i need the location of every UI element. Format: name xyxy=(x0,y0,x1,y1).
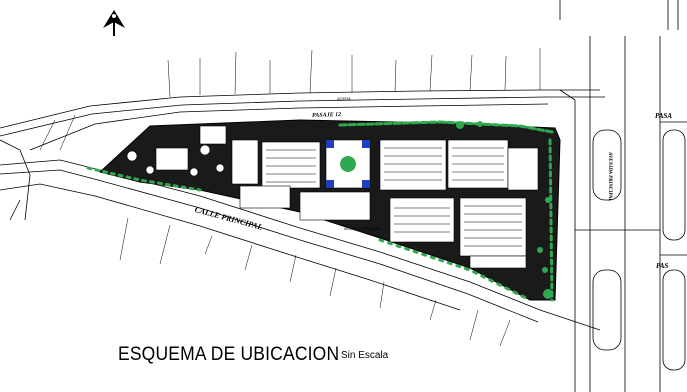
central-courtyard xyxy=(325,139,371,189)
plaza-label: PLAZA xyxy=(281,214,294,219)
tree-circles xyxy=(126,144,225,177)
scale-note: Sin Escala xyxy=(341,350,389,361)
plan-title: ESQUEMA DE UBICACION xyxy=(118,344,340,365)
north-arrow-icon xyxy=(103,10,125,36)
lot-lines xyxy=(39,48,541,347)
street-label-passage: PASAJE 12 xyxy=(312,111,342,119)
street-label-right-a: PASA xyxy=(655,112,672,120)
sidewalk-label: ACERA xyxy=(337,96,351,101)
street-label-avenue: AVENIDA PRINCIPAL xyxy=(607,152,612,202)
access-label: ACCESO PRINCIPAL xyxy=(344,226,383,231)
seating-grid xyxy=(266,147,522,247)
vegetation-dots xyxy=(456,121,553,299)
street-label-right-b: PAS xyxy=(656,262,669,270)
